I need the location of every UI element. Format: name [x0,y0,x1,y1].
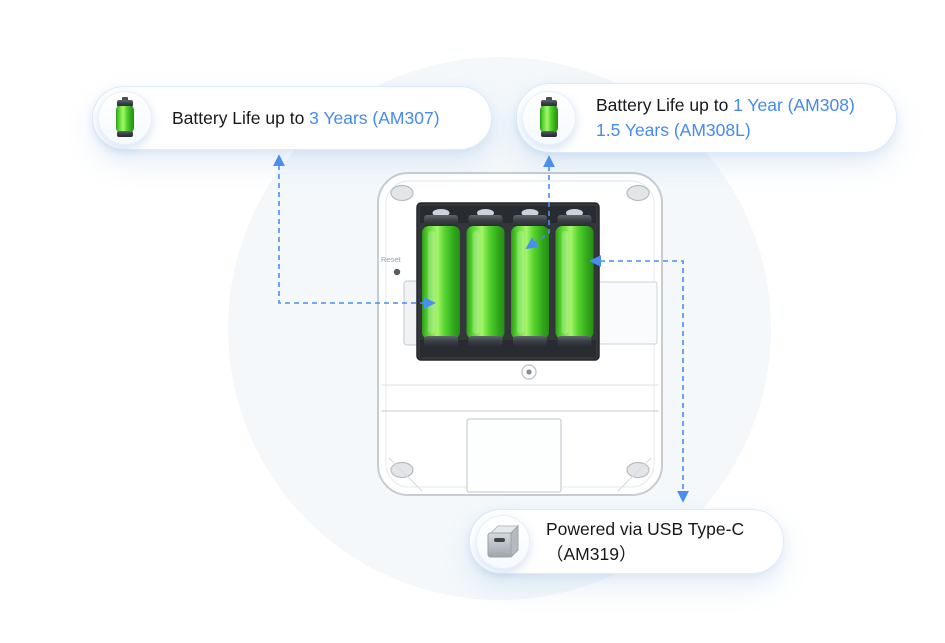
callout-am308-prefix: Battery Life up to [596,95,734,115]
callout-am308: Battery Life up to 1 Year (AM308) 1.5 Ye… [516,83,897,153]
device-illustration: Reset [377,172,663,496]
usb-adapter-icon [476,514,530,569]
callout-am308-value1: 1 Year (AM308) [733,95,855,115]
callout-am307-text: Battery Life up to 3 Years (AM307) [172,106,440,131]
callout-am319-line2: （AM319） [546,543,637,564]
battery-compartment [416,202,600,361]
callout-am307: Battery Life up to 3 Years (AM307) [92,86,492,150]
right-tray [598,281,658,345]
battery-icon [98,91,152,145]
center-screw-dot [526,369,532,375]
battery-cell [555,209,594,347]
corner-screw [390,184,414,202]
callout-am308-line2: 1.5 Years (AM308L) [596,118,855,143]
battery-cell [511,209,549,347]
battery-cell [466,209,505,347]
corner-screw [390,461,414,479]
battery-icon [522,91,576,145]
usb-adapter-icon-graphic [487,524,520,558]
mounting-plate [466,418,562,493]
callout-am307-value: 3 Years (AM307) [309,107,440,128]
callout-am308-value2: 1.5 Years (AM308L) [596,120,751,140]
battery-cell [422,209,460,347]
reset-label: Reset [381,255,402,264]
callout-am319: Powered via USB Type-C （AM319） [469,509,784,574]
callout-am308-line1: Battery Life up to 1 Year (AM308) [596,93,855,118]
battery-icon-graphic [540,97,558,137]
callout-am307-prefix: Battery Life up to [172,107,310,128]
corner-screw [626,461,650,479]
callout-am308-text: Battery Life up to 1 Year (AM308) 1.5 Ye… [596,93,855,143]
callout-am319-line1: Powered via USB Type-C [546,518,745,539]
battery-icon-graphic [116,97,134,137]
reset-button-hole [393,268,401,276]
corner-screw [626,184,650,202]
chamfer-left [388,457,423,492]
callout-am319-text: Powered via USB Type-C （AM319） [546,517,744,567]
